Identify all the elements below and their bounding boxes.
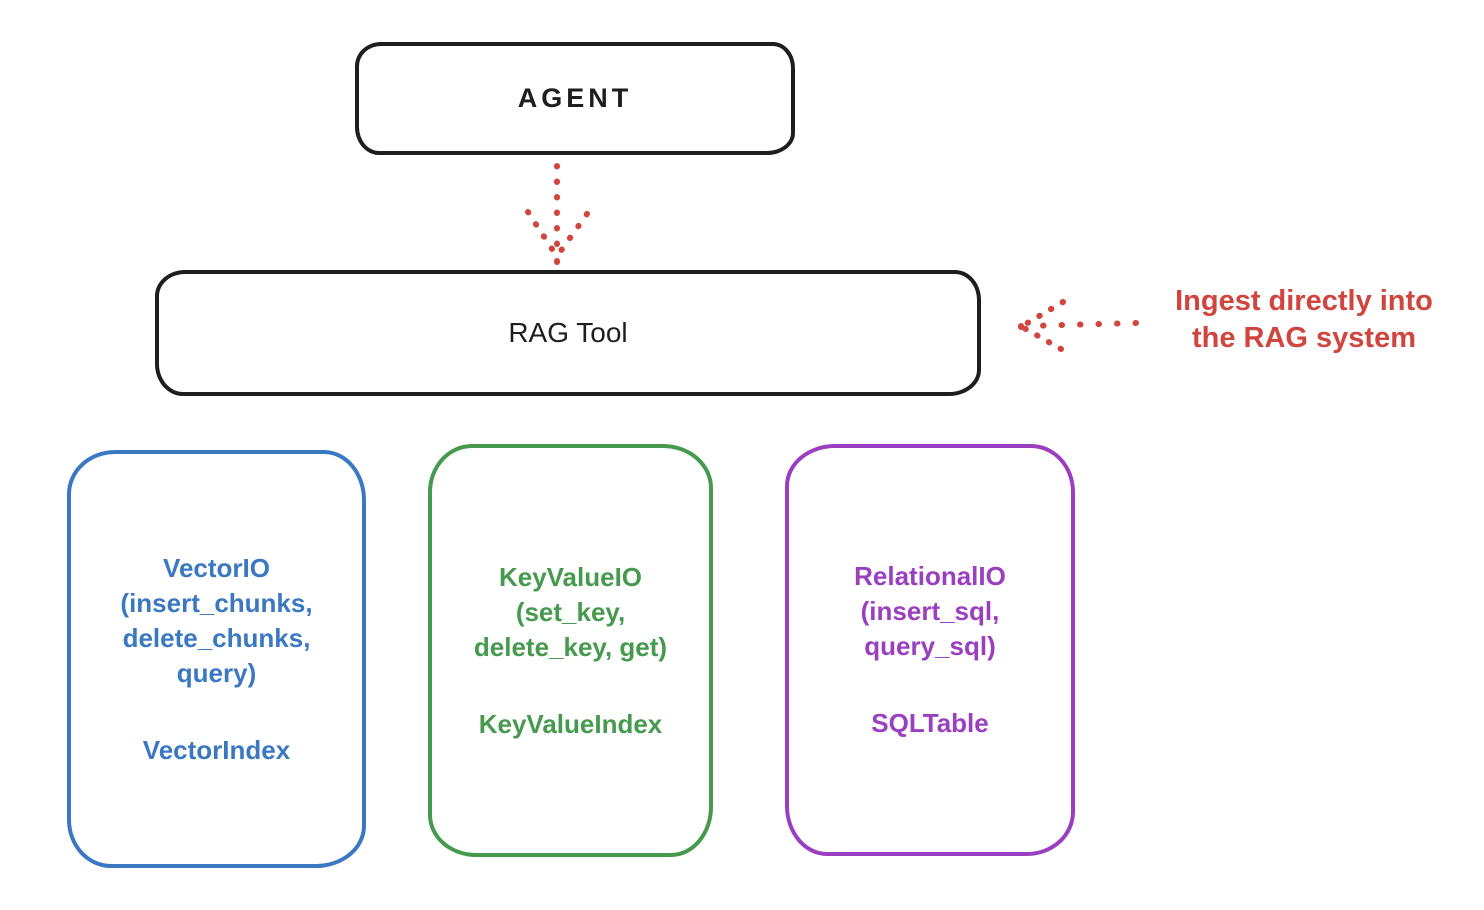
relational-io-text: RelationalIO (insert_sql, query_sql) SQL… bbox=[789, 559, 1071, 741]
store-line: (set_key, bbox=[515, 596, 626, 627]
relational-io-node[interactable]: RelationalIO (insert_sql, query_sql) SQL… bbox=[785, 444, 1075, 856]
ingest-annotation-line2: the RAG system bbox=[1191, 322, 1416, 354]
keyvalue-io-text: KeyValueIO (set_key, delete_key, get) Ke… bbox=[432, 560, 709, 742]
store-line: query) bbox=[176, 657, 257, 688]
store-line: delete_chunks, bbox=[122, 622, 311, 653]
rag-tool-label: RAG Tool bbox=[508, 317, 628, 348]
ingest-annotation-line1: Ingest directly into bbox=[1175, 285, 1433, 317]
store-line: RelationalIO bbox=[854, 561, 1006, 591]
store-line: KeyValueIO bbox=[498, 561, 643, 592]
keyvalue-io-node[interactable]: KeyValueIO (set_key, delete_key, get) Ke… bbox=[428, 444, 713, 857]
dotted-arrow-left-icon bbox=[1018, 299, 1139, 352]
dotted-arrow-down-icon bbox=[525, 163, 590, 265]
vector-io-node[interactable]: VectorIO (insert_chunks, delete_chunks, … bbox=[67, 450, 366, 868]
vector-io-text: VectorIO (insert_chunks, delete_chunks, … bbox=[71, 551, 362, 768]
sql-table-label: SQLTable bbox=[871, 708, 989, 738]
store-line: delete_key, get) bbox=[473, 631, 668, 662]
vector-index-label: VectorIndex bbox=[142, 734, 291, 765]
agent-label: AGENT bbox=[517, 83, 633, 113]
store-line: (insert_chunks, bbox=[120, 587, 313, 618]
rag-tool-node[interactable]: RAG Tool bbox=[155, 270, 981, 396]
store-line: VectorIO bbox=[163, 552, 270, 583]
agent-node[interactable]: AGENT bbox=[355, 42, 795, 155]
ingest-annotation: Ingest directly into the RAG system bbox=[1138, 283, 1470, 357]
keyvalue-index-label: KeyValueIndex bbox=[478, 708, 663, 739]
store-line: query_sql) bbox=[864, 631, 996, 661]
store-line: (insert_sql, bbox=[860, 596, 1000, 626]
